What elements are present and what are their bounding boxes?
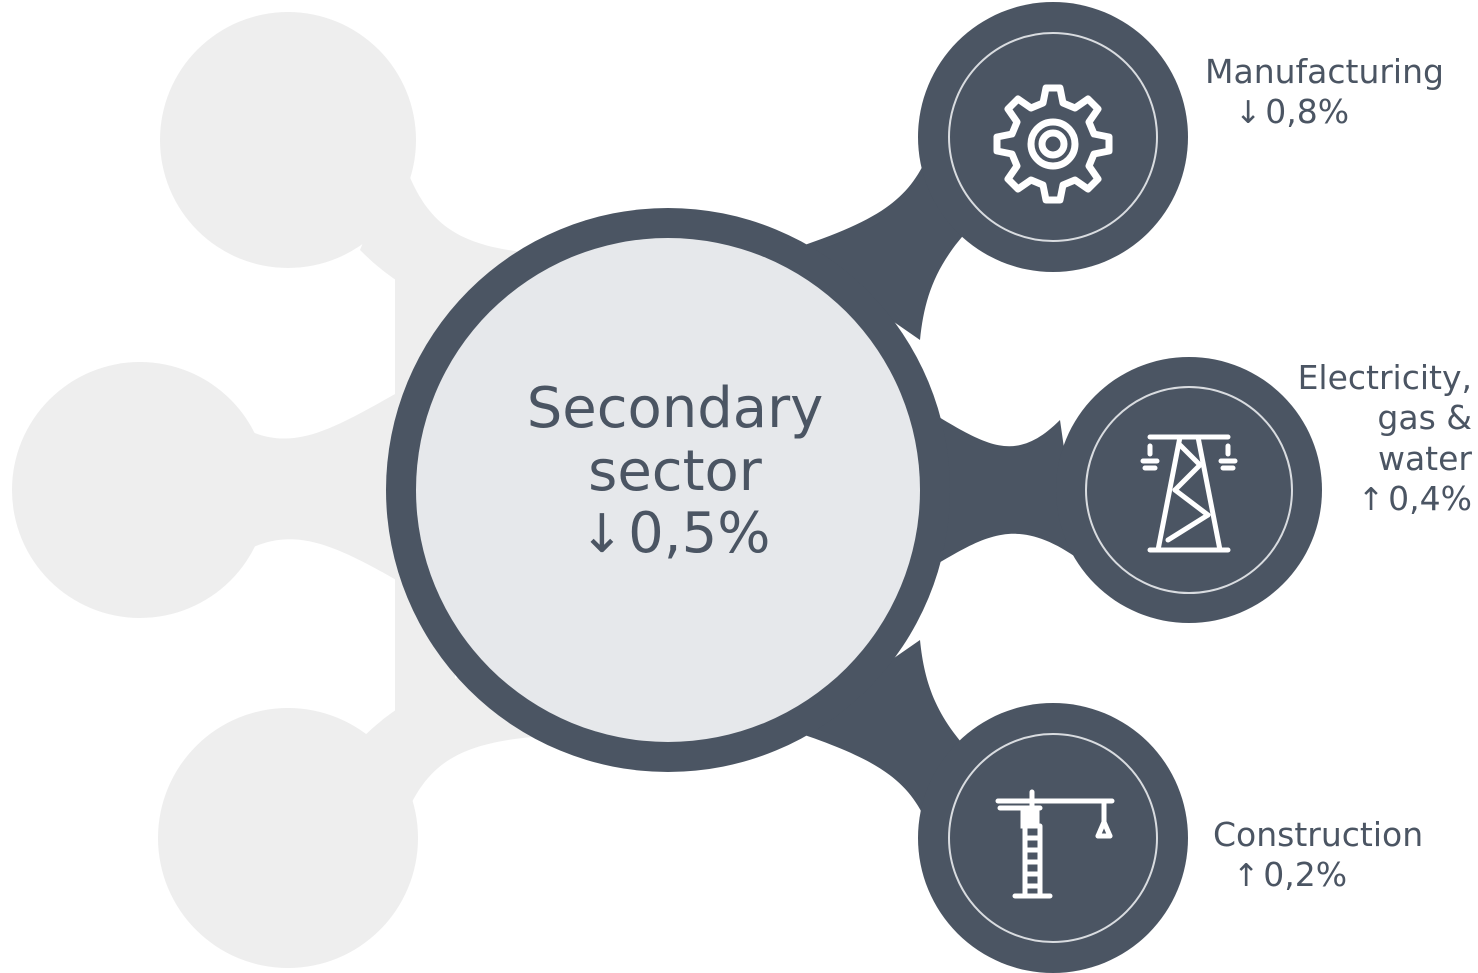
branch-name: Manufacturing: [1205, 52, 1444, 91]
gear-icon: [993, 84, 1113, 204]
center-change-value: 0,5%: [628, 501, 771, 567]
branch-node-manufacturing: [918, 2, 1188, 272]
down-arrow-icon: ↓: [579, 503, 625, 566]
branch-change-value: 0,2%: [1263, 855, 1348, 895]
label-manufacturing: Manufacturing ↓0,8%: [1205, 52, 1444, 133]
center-label: Secondary sector ↓0,5%: [430, 376, 920, 566]
power-tower-icon: [1140, 434, 1238, 553]
branch-node-electricity: [1056, 357, 1322, 623]
up-arrow-icon: ↑: [1233, 858, 1260, 895]
branch-change-value: 0,8%: [1265, 92, 1350, 132]
center-title-line2: sector: [588, 438, 762, 504]
center-title-line1: Secondary: [526, 376, 824, 441]
ghost-node-bottom: [158, 708, 418, 968]
branch-change: ↑0,4%: [1298, 479, 1472, 519]
center-change: ↓0,5%: [430, 503, 920, 566]
center-node: [416, 238, 920, 742]
ghost-node-top: [160, 12, 416, 268]
branch-node-construction: [918, 703, 1188, 973]
up-arrow-icon: ↑: [1357, 481, 1385, 518]
branch-change: ↑0,2%: [1213, 855, 1423, 895]
branch-change-value: 0,4%: [1388, 478, 1472, 518]
branch-name-line3: water: [1377, 438, 1472, 478]
connector-electricity: [910, 400, 1080, 580]
branch-name: Construction: [1213, 815, 1424, 854]
branch-change: ↓0,8%: [1205, 92, 1444, 132]
branch-name-line1: Electricity,: [1297, 358, 1472, 397]
label-construction: Construction ↑0,2%: [1213, 815, 1423, 896]
label-electricity: Electricity, gas & water ↑0,4%: [1298, 358, 1472, 519]
ghost-connector-middle: [230, 380, 430, 600]
crane-icon: [995, 789, 1115, 899]
ghost-node-middle: [12, 362, 268, 618]
down-arrow-icon: ↓: [1235, 95, 1262, 132]
branch-name-line2: gas &: [1377, 398, 1472, 438]
